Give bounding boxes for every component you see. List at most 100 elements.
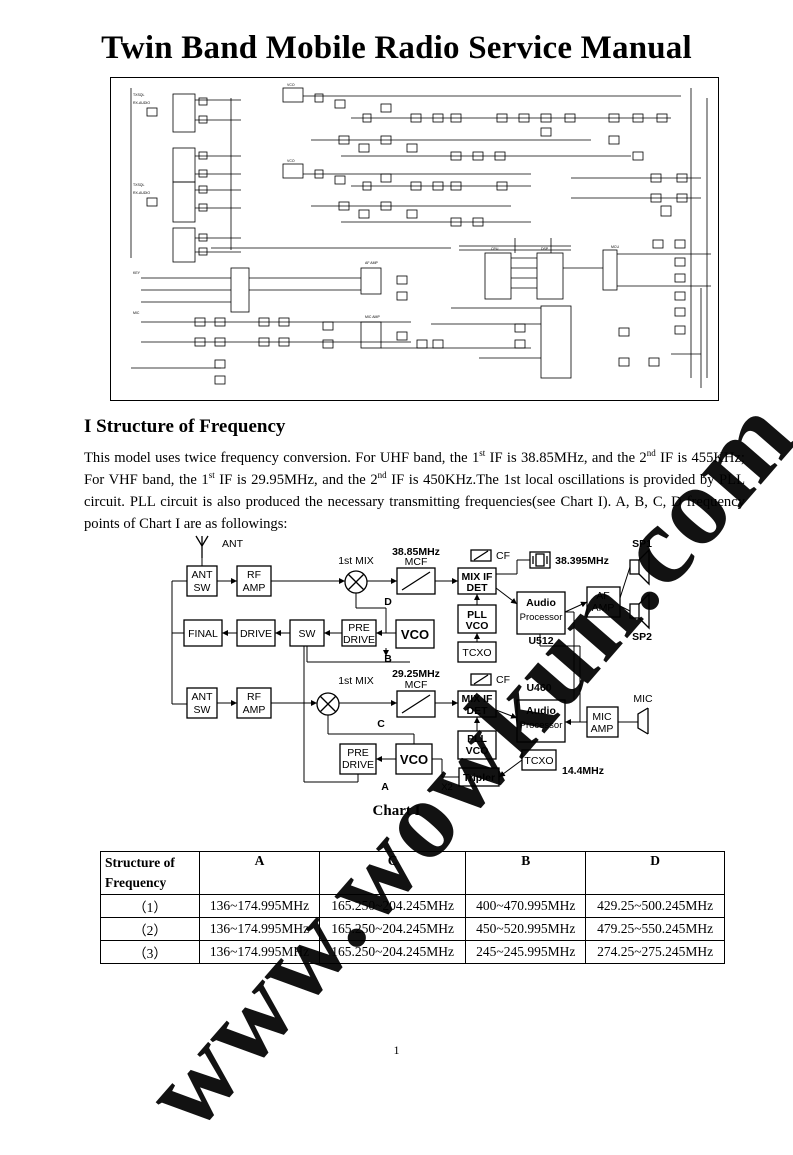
rf-amp-label: AMP [243,582,266,594]
paragraph-text: This model uses twice frequency conversi… [84,450,480,466]
tripler-label: Tripler [463,772,495,784]
cf-label: CF [496,550,510,562]
point-d-label: D [384,596,392,608]
cf-label: CF [496,674,510,686]
mcf-freq-label: 29.25MHz [392,668,440,680]
pll-label: PLL [467,609,487,621]
chart-caption: Chart I [372,803,421,819]
mic-amp-label: AMP [591,723,614,735]
table-row: （1） 136~174.995MHz 165.250~204.245MHz 40… [100,894,725,918]
paragraph-text: IF is 29.95MHz, and the 2 [214,472,378,488]
x2-label: X2 [441,782,453,793]
column-header: Structure of Frequency [100,851,200,895]
processor-label: Processor [520,720,563,731]
rf-amp-label: RF [247,569,261,581]
vco-label: VCO [466,745,489,757]
page-title: Twin Band Mobile Radio Service Manual [101,30,692,66]
tcxo-label: TCXO [524,755,553,767]
final-label: FINAL [188,628,218,640]
svg-text:MIC AMP: MIC AMP [365,315,380,319]
mcf-freq-label: 38.85MHz [392,546,440,558]
table-cell: 136~174.995MHz [198,894,321,918]
superscript: nd [646,448,656,459]
intro-paragraph: This model uses twice frequency conversi… [84,447,745,535]
point-a-label: A [381,781,389,793]
paragraph-text: IF is 38.85MHz, and the 2 [485,450,647,466]
drive-label: DRIVE [240,628,272,640]
svg-text:CPU: CPU [491,247,499,251]
svg-text:RX-AUDIO: RX-AUDIO [133,191,150,195]
svg-text:AF AMP: AF AMP [365,261,379,265]
table-cell: 429.25~500.245MHz [585,894,725,918]
sp2-label: SP2 [632,631,652,643]
mix-if-det-label: DET [467,582,489,594]
pre-drive-label: PRE [347,747,369,759]
table-cell: 400~470.995MHz [465,894,587,918]
table-cell: 165.250~204.245MHz [319,940,467,964]
ant-sw-label: SW [194,582,211,594]
superscript: st [479,448,486,459]
mix-if-det-label: MIX IF [462,693,494,705]
pre-drive-label: PRE [348,622,370,634]
table-cell: （3） [100,940,200,964]
superscript: nd [377,470,387,481]
table-cell: 136~174.995MHz [198,917,321,941]
svg-text:RX-AUDIO: RX-AUDIO [133,101,150,105]
table-cell: 136~174.995MHz [198,940,321,964]
svg-text:TXSQL: TXSQL [133,183,145,187]
frequency-table: Structure of Frequency A C B D （1） 136~1… [100,851,725,964]
table-cell: （1） [100,894,200,918]
pre-drive-label: DRIVE [342,759,374,771]
u460-label: U460 [526,682,551,694]
vco-label: VCO [400,752,428,767]
svg-text:VCO: VCO [287,83,295,87]
processor-label: Processor [520,612,563,623]
column-header: D [585,851,725,895]
svg-text:VCO: VCO [287,159,295,163]
schematic-diagram: TXSQL RX-AUDIO TXSQL RX-AUDIO KEY MIC CPU DS… [110,77,719,401]
mix-if-det-label: DET [467,705,489,717]
table-cell: 274.25~275.245MHz [585,940,725,964]
ant-sw-label: SW [194,704,211,716]
table-cell: 165.250~204.245MHz [319,894,467,918]
column-header: C [319,851,467,895]
tcxo-label: TCXO [462,647,491,659]
point-c-label: C [377,718,385,730]
audio-label: Audio [526,705,556,717]
mix1-label: 1st MIX [338,555,374,567]
af-amp-label: AF [596,590,609,602]
table-cell: （2） [100,917,200,941]
pre-drive-label: DRIVE [343,634,375,646]
svg-text:DSP: DSP [541,247,549,251]
af-amp-label: AMP [592,602,615,614]
table-row: （3） 136~174.995MHz 165.250~204.245MHz 24… [100,940,725,964]
table-row: （2） 136~174.995MHz 165.250~204.245MHz 45… [100,917,725,941]
audio-label: Audio [526,597,556,609]
table-cell: 479.25~550.245MHz [585,917,725,941]
sp1-label: SP1 [632,538,652,550]
page-number: 1 [393,1043,400,1057]
point-b-label: B [384,653,392,665]
u512-label: U512 [528,635,553,647]
table-header-row: Structure of Frequency A C B D [100,851,725,895]
rf-amp-label: AMP [243,704,266,716]
chart-i-block-diagram: ANT ANT SW RF AMP 1st MIX 38.85MHz MCF C… [171,535,653,793]
ant-sw-label: ANT [192,691,214,703]
table-cell: 450~520.995MHz [465,917,587,941]
mix1-label: 1st MIX [338,675,374,687]
crystal-freq-label: 38.395MHz [555,555,609,567]
column-header: A [198,851,321,895]
pll-label: PLL [467,733,487,745]
ant-label: ANT [222,538,244,550]
paragraph-text: IF is 450KHz.The 1st local oscillations … [84,472,745,532]
svg-text:KEY: KEY [133,271,141,275]
superscript: st [208,470,215,481]
rf-amp-label: RF [247,691,261,703]
svg-text:MIC: MIC [133,311,140,315]
vco-label: VCO [401,627,429,642]
paragraph-text: IF is 455KHz; For VHF band, the 1 [84,450,745,488]
svg-text:TXSQL: TXSQL [133,93,145,97]
mix-if-det-label: MIX IF [462,571,494,583]
column-header: B [465,851,587,895]
mic-amp-label: MIC [592,711,612,723]
